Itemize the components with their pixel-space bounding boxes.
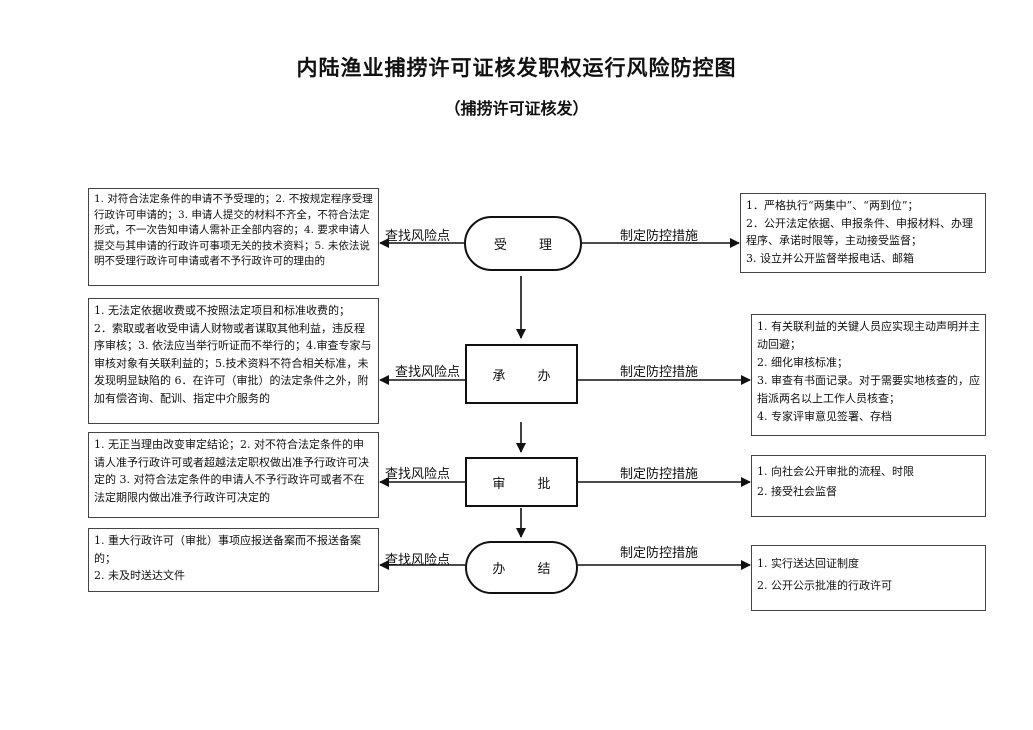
measure-label-4: 制定防控措施 xyxy=(620,546,699,561)
risk-text: 1. 重大行政许可（审批）事项应报送备案而不报送备案的； xyxy=(94,534,361,565)
measure-text: 1. 向社会公开审批的流程、时限 xyxy=(757,465,914,478)
measure-text: 2. 公开公示批准的行政许可 xyxy=(757,579,892,592)
step-node-approve: 审 批 xyxy=(465,457,578,507)
measure-text: 1. 实行送达回证制度 xyxy=(757,557,859,570)
measure-text: 1．严格执行“两集中”、“两到位”； xyxy=(746,199,919,212)
measure-box-complete: 1. 实行送达回证制度 2. 公开公示批准的行政许可 xyxy=(751,545,986,611)
measure-text: 2. 细化审核标准； xyxy=(757,356,848,369)
risk-text: 2．索取或者收受申请人财物或者谋取其他利益，违反程序审核；3. 依法应当举行听证… xyxy=(94,321,372,405)
risk-text: 1. 无法定依据收费或不按照法定项目和标准收费的； xyxy=(94,304,350,317)
risk-text: 1. 无正当理由改变审定结论；2. 对不符合法定条件的申请人准予行政许可或者超越… xyxy=(94,438,369,504)
step-node-complete: 办 结 xyxy=(465,541,578,594)
risk-box-handle: 1. 无法定依据收费或不按照法定项目和标准收费的； 2．索取或者收受申请人财物或… xyxy=(88,298,379,424)
measure-box-approve: 1. 向社会公开审批的流程、时限 2. 接受社会监督 xyxy=(751,455,986,517)
measure-box-accept: 1．严格执行“两集中”、“两到位”； 2．公开法定依据、申报条件、申报材料、办理… xyxy=(740,193,986,273)
risk-label-4: 查找风险点 xyxy=(385,553,451,568)
measure-label-1: 制定防控措施 xyxy=(620,229,699,244)
measure-text: 2．公开法定依据、申报条件、申报材料、办理程序、承诺时限等，主动接受监督； xyxy=(746,216,973,248)
measure-text: 3. 审查有书面记录。对于需要实地核查的，应指派两名以上工作人员核查； xyxy=(757,374,980,405)
measure-text: 3. 设立并公开监督举报电话、邮箱 xyxy=(746,251,914,265)
step-node-handle: 承 办 xyxy=(465,344,578,404)
risk-box-approve: 1. 无正当理由改变审定结论；2. 对不符合法定条件的申请人准予行政许可或者超越… xyxy=(88,432,379,518)
diagram-title: 内陆渔业捕捞许可证核发职权运行风险防控图 xyxy=(296,55,737,80)
measure-box-handle: 1. 有关联利益的关键人员应实现主动声明并主动回避； 2. 细化审核标准； 3.… xyxy=(751,314,986,436)
risk-label-2: 查找风险点 xyxy=(395,365,461,380)
risk-label-3: 查找风险点 xyxy=(385,467,451,482)
risk-text: 2. 未及时送达文件 xyxy=(94,569,185,582)
measure-label-3: 制定防控措施 xyxy=(620,467,699,482)
measure-text: 2. 接受社会监督 xyxy=(757,485,837,498)
risk-text: 1. 对符合法定条件的申请不予受理的；2. 不按规定程序受理行政许可申请的；3.… xyxy=(94,193,373,267)
risk-label-1: 查找风险点 xyxy=(385,229,451,244)
measure-text: 1. 有关联利益的关键人员应实现主动声明并主动回避； xyxy=(757,320,980,351)
risk-box-accept: 1. 对符合法定条件的申请不予受理的；2. 不按规定程序受理行政许可申请的；3.… xyxy=(88,188,379,286)
risk-box-complete: 1. 重大行政许可（审批）事项应报送备案而不报送备案的； 2. 未及时送达文件 xyxy=(88,528,379,592)
step-node-accept: 受 理 xyxy=(464,216,582,271)
measure-label-2: 制定防控措施 xyxy=(620,365,699,380)
measure-text: 4. 专家评审意见签署、存档 xyxy=(757,410,892,423)
diagram-subtitle: （捕捞许可证核发） xyxy=(444,99,589,118)
